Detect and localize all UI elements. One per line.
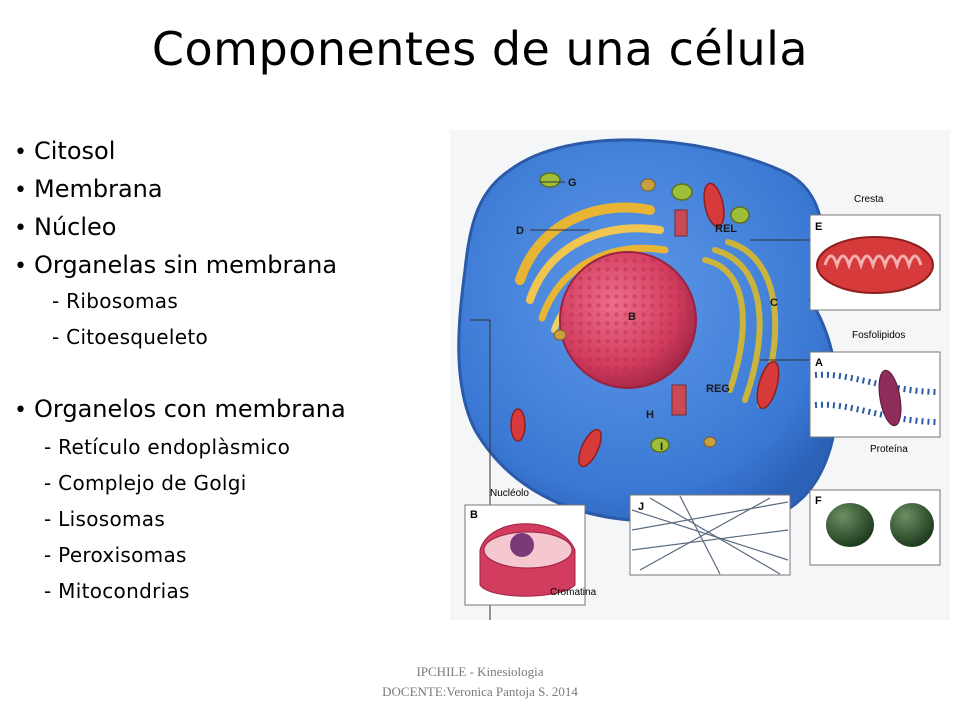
label-b: B xyxy=(628,311,636,323)
label-rel: REL xyxy=(715,223,737,235)
sub-item-reticulo: - Retículo endoplàsmico xyxy=(44,435,291,459)
sub-item-peroxisomas: - Peroxisomas xyxy=(44,543,187,567)
mitochondria-in-cell xyxy=(510,182,780,468)
sub-item-mitocondrias: - Mitocondrias xyxy=(44,579,190,603)
footer-line-1: IPCHILE - Kinesiologia xyxy=(416,664,544,679)
bullet-organelas-sin-membrana: • Organelas sin membrana xyxy=(14,250,337,282)
bullet-dot-icon: • xyxy=(14,254,27,279)
bullet-dot-icon: • xyxy=(14,398,27,423)
label-c: C xyxy=(770,297,778,309)
label-nucleolo: Nucléolo xyxy=(490,488,529,499)
bullet-dot-icon: • xyxy=(14,216,27,241)
label-i: I xyxy=(660,441,663,453)
footer-line-2: DOCENTE:Veronica Pantoja S. 2014 xyxy=(382,684,578,699)
cell-diagram: G D B H I C REL REG E Cresta A Fosfolipi… xyxy=(450,130,950,620)
bullet-citosol: • Citosol xyxy=(14,136,115,168)
sub-item-golgi: - Complejo de Golgi xyxy=(44,471,247,495)
sub-item-ribosomas: - Ribosomas xyxy=(52,289,179,313)
label-fosfolipidos: Fosfolipidos xyxy=(852,330,905,341)
inset-ribosomes: F xyxy=(809,489,941,566)
label-j: J xyxy=(638,501,644,513)
bullet-label: Membrana xyxy=(34,175,163,203)
bullet-dot-icon: • xyxy=(14,178,27,203)
inset-nucleus: B Nucléolo Cromatina xyxy=(464,488,597,606)
vesicles xyxy=(553,178,717,448)
bullet-membrana: • Membrana xyxy=(14,174,163,206)
nucleus-texture xyxy=(562,254,694,386)
label-reg: REG xyxy=(706,383,730,395)
inset-mitochondrion: E Cresta xyxy=(809,194,941,311)
bullet-dot-icon: • xyxy=(14,140,27,165)
label-h: H xyxy=(646,409,654,421)
label-cresta: Cresta xyxy=(854,194,884,205)
label-e: E xyxy=(815,221,822,233)
bullet-label: Organelas sin membrana xyxy=(34,251,338,279)
bullet-nucleo: • Núcleo xyxy=(14,212,116,244)
label-a: A xyxy=(815,357,823,369)
bullet-label: Organelos con membrana xyxy=(34,395,346,423)
sub-item-citoesqueleto: - Citoesqueleto xyxy=(52,325,209,349)
bullet-label: Núcleo xyxy=(34,213,117,241)
centriole-icon xyxy=(671,209,688,416)
label-b2: B xyxy=(470,509,478,521)
bullet-organelos-con-membrana: • Organelos con membrana xyxy=(14,394,346,426)
label-g: G xyxy=(568,177,577,189)
inset-membrane: A Fosfolipidos Proteína xyxy=(809,330,941,455)
sub-item-lisosomas: - Lisosomas xyxy=(44,507,166,531)
label-cromatina: Cromatina xyxy=(550,587,597,598)
label-proteina: Proteína xyxy=(870,444,908,455)
lysosomes xyxy=(539,172,750,453)
label-d: D xyxy=(516,225,524,237)
slide-title: Componentes de una célula xyxy=(151,22,809,76)
bullet-label: Citosol xyxy=(34,137,116,165)
inset-cytoskeleton: J xyxy=(629,494,791,576)
label-f: F xyxy=(815,495,822,507)
